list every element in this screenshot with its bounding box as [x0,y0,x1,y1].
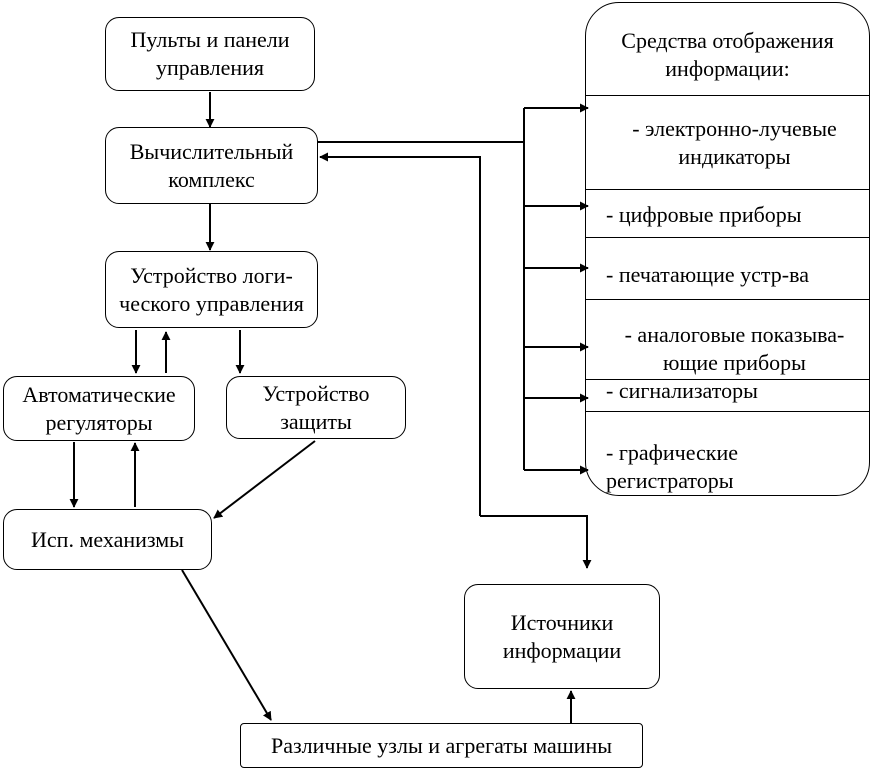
protection-box: Устройство защиты [226,376,406,439]
auto-regulators-box: Автоматические регуляторы [3,376,195,441]
panel-divider [586,95,869,96]
panel-divider [586,189,869,190]
arrow-to-info-sources [480,515,592,569]
panel-divider [586,411,869,412]
arrow-protection-to-actuators [213,440,316,519]
info-sources-label: Источники информации [502,609,622,663]
panel-divider [586,237,869,238]
display-item-digital: - цифровые приборы [606,202,802,227]
machine-units-label: Различные узлы и агрегаты машины [270,732,613,758]
computing-complex-box: Вычислительный комплекс [105,127,318,204]
arrow-to-computer-feedback [319,152,481,516]
arrow-actuators-to-machine [181,569,272,721]
protection-label: Устройство защиты [262,380,370,434]
logic-control-label: Устройство логи- ческого управления [119,262,304,316]
display-item-crt: - электронно-лучевые индикаторы [632,116,837,169]
actuators-label: Исп. механизмы [31,526,184,552]
display-item-printing: - печатающие устр-ва [606,262,809,287]
display-item-signal: - сигнализаторы [606,378,758,403]
computing-complex-label: Вычислительный комплекс [129,138,294,192]
panel-divider [586,299,869,300]
control-panels-box: Пульты и панели управления [105,17,315,91]
logic-control-box: Устройство логи- ческого управления [105,251,318,328]
info-sources-box: Источники информации [464,584,660,689]
panel-divider [586,379,869,380]
display-item-graphic: - графические регистраторы [606,440,739,493]
display-panel-header: Средства отображения информации: [621,28,834,81]
auto-regulators-label: Автоматические регуляторы [22,381,176,435]
display-item-analog: - аналоговые показыва- ющие приборы [624,322,845,375]
control-panels-label: Пульты и панели управления [130,27,290,80]
machine-units-box: Различные узлы и агрегаты машины [240,723,643,768]
actuators-box: Исп. механизмы [3,509,212,570]
display-means-panel: Средства отображения информации: - элект… [585,2,870,496]
